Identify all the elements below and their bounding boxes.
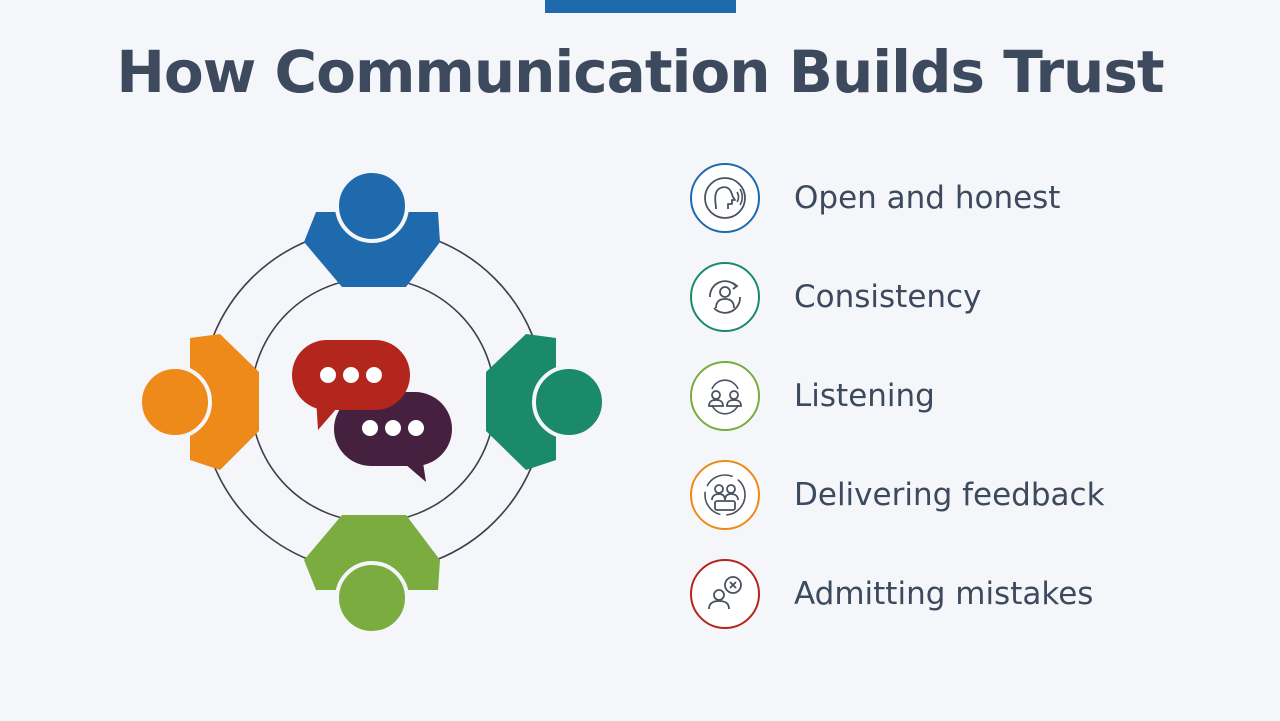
person-body [711,493,726,501]
person-bottom-body [304,515,440,590]
item-label: Listening [794,378,935,414]
person-left-icon [138,334,259,470]
person-head [719,286,731,298]
conversation-arc [711,379,739,390]
page-title: How Communication Builds Trust [116,38,1164,106]
item-label: Consistency [794,279,982,315]
bubble-back-dot [408,420,424,436]
list-item-consistency: Consistency [690,259,981,335]
person-right-icon [486,334,606,470]
person-body [715,298,735,309]
speech-bubbles-icon [292,340,452,482]
person-top-body [304,212,440,287]
bubble-back-dot [385,420,401,436]
cycle-arc [709,280,737,298]
person-error-icon [708,576,742,610]
speech-bubble-back [334,392,452,482]
list-item-delivering-feedback: Delivering feedback [690,457,1105,533]
person-top-icon [304,169,440,287]
person-head [711,390,721,400]
person-head [714,484,724,494]
sound-wave [739,188,744,206]
face-profile [714,186,736,210]
list-item-admitting-mistakes: Admitting mistakes [690,556,1093,632]
bubble-front-dot [366,367,382,383]
person-body [724,493,739,501]
speaking-head-icon [704,177,746,219]
diagram-svg [138,169,606,635]
two-people-conversation-icon [708,379,742,415]
person-head [726,484,736,494]
person-left-body [190,334,259,470]
error-x [729,581,737,589]
icon-badge [690,262,760,332]
item-label: Delivering feedback [794,477,1105,513]
cycle-arc [713,296,741,314]
person-bottom-head [335,561,409,635]
item-label: Open and honest [794,180,1061,216]
person-right-body [486,334,556,470]
icon-outline [704,474,746,516]
feedback-card [714,500,736,511]
list-item-listening: Listening [690,358,935,434]
person-left-head [138,365,212,439]
bubble-back-dot [362,420,378,436]
person-body [708,399,724,407]
bubble-front-dot [320,367,336,383]
person-body [708,600,730,610]
person-bottom-icon [304,515,440,635]
person-head [713,589,725,601]
person-body [726,399,742,407]
person-top-head [335,169,409,243]
list-item-open-and-honest: Open and honest [690,160,1060,236]
icon-outline [704,177,746,219]
people-feedback-icon [704,474,746,516]
icon-badge [690,361,760,431]
icon-badge [690,460,760,530]
person-head [729,390,739,400]
top-accent-bar [545,0,736,13]
icon-badge [690,163,760,233]
error-circle [724,576,742,594]
item-label: Admitting mistakes [794,576,1094,612]
speech-bubble-front [292,340,410,430]
person-right-head [532,365,606,439]
conversation-arc [711,404,739,415]
bubble-front-dot [343,367,359,383]
icon-badge [690,559,760,629]
communication-diagram [130,160,620,650]
cycle-arrowhead [732,282,739,290]
person-cycle-icon [709,280,741,314]
sound-wave [736,191,740,203]
